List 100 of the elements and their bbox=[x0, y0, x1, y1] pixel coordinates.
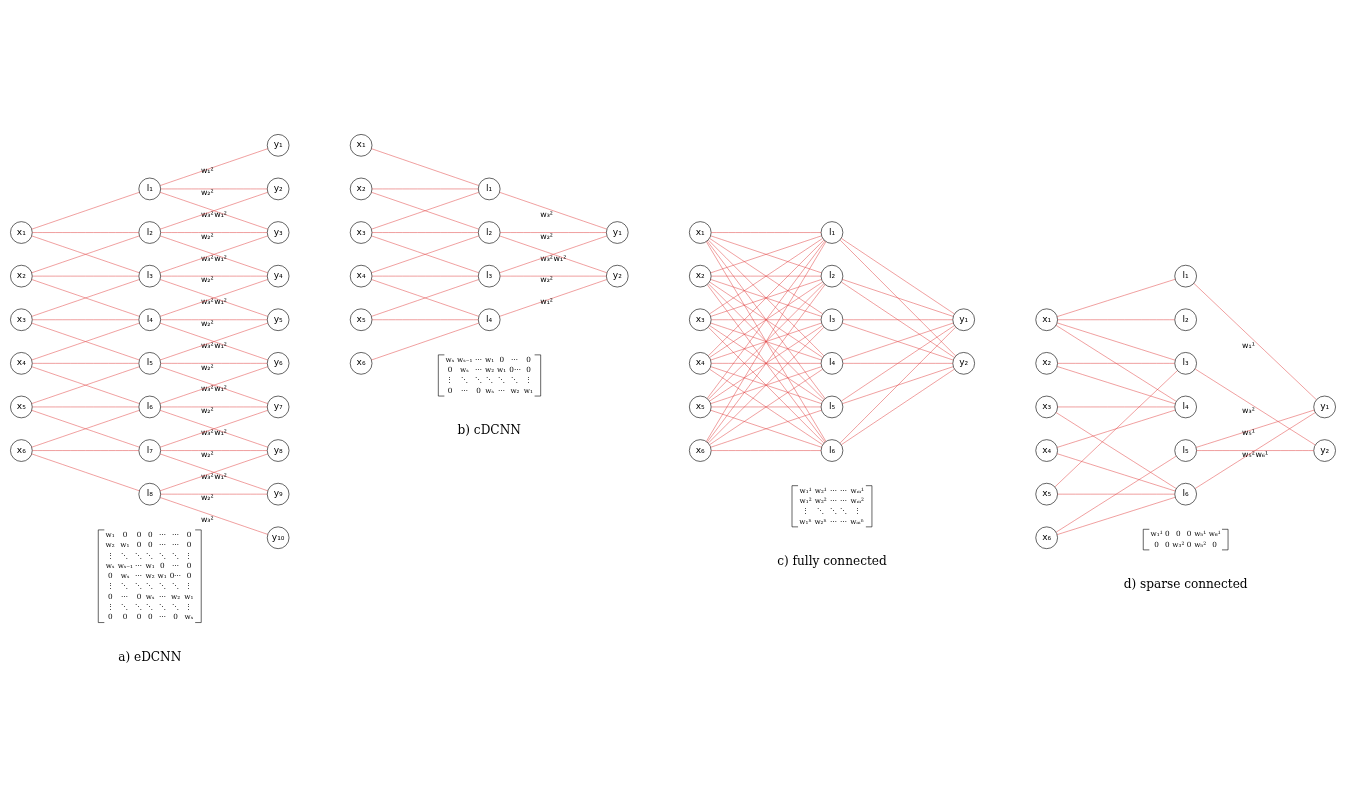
node-circle: y₃ bbox=[266, 220, 290, 244]
connector bbox=[841, 237, 955, 314]
connector bbox=[708, 239, 825, 356]
node-circle: x₁ bbox=[689, 220, 712, 244]
node-circle: l₈ bbox=[138, 482, 161, 505]
connector bbox=[160, 188, 268, 189]
connector bbox=[32, 231, 139, 233]
node-circle: l₄ bbox=[478, 308, 501, 331]
node-circle: x₁ bbox=[349, 133, 373, 157]
connector bbox=[839, 239, 956, 356]
node-circle: x₅ bbox=[349, 308, 373, 331]
node-circle: x₅ bbox=[689, 395, 712, 418]
connector bbox=[160, 275, 268, 276]
connector bbox=[1057, 493, 1175, 494]
connector bbox=[711, 449, 822, 451]
connector bbox=[31, 453, 140, 491]
connector bbox=[1055, 411, 1177, 489]
connector bbox=[31, 235, 140, 273]
node-circle: x₂ bbox=[1035, 351, 1058, 375]
connector bbox=[841, 368, 955, 445]
connector bbox=[709, 368, 823, 445]
node-circle: l₆ bbox=[820, 438, 844, 462]
connector bbox=[706, 240, 827, 442]
node-circle: x₄ bbox=[689, 351, 712, 375]
node-circle: y₂ bbox=[266, 177, 290, 200]
node-circle: l₁ bbox=[138, 177, 161, 200]
connector bbox=[371, 322, 479, 360]
node-circle: x₁ bbox=[10, 220, 33, 244]
node-circle: x₁ bbox=[1035, 308, 1058, 331]
connector bbox=[839, 326, 956, 443]
connector bbox=[841, 281, 955, 358]
connector bbox=[709, 281, 823, 358]
connector bbox=[31, 409, 140, 447]
connector bbox=[371, 231, 479, 233]
label: d) sparse connected bbox=[1123, 576, 1248, 591]
node-circle: x₅ bbox=[10, 395, 33, 418]
node-circle: x₂ bbox=[349, 177, 373, 200]
node-circle: l₆ bbox=[1174, 482, 1197, 505]
connector bbox=[1056, 278, 1176, 317]
connector bbox=[32, 275, 139, 276]
connector bbox=[709, 324, 823, 401]
connector bbox=[371, 235, 479, 273]
node-circle: l₄ bbox=[1174, 395, 1197, 418]
node-circle: y₈ bbox=[266, 438, 290, 462]
label: b) cDCNN bbox=[457, 422, 521, 437]
connector bbox=[1194, 411, 1316, 489]
connector bbox=[1057, 319, 1175, 320]
node-circle: x₆ bbox=[349, 351, 373, 375]
node-circle: l₁ bbox=[820, 220, 844, 244]
node-circle: l₂ bbox=[820, 264, 844, 287]
node-circle: y₇ bbox=[266, 395, 290, 418]
connector bbox=[842, 362, 953, 364]
connector bbox=[842, 365, 954, 404]
node-circle: y₂ bbox=[952, 351, 975, 375]
node-circle: x₆ bbox=[1035, 526, 1058, 549]
node-circle: y₁ bbox=[266, 133, 290, 157]
connector bbox=[371, 278, 479, 317]
node-circle: l₂ bbox=[1174, 308, 1197, 331]
node-circle: y₄ bbox=[266, 264, 290, 287]
connector bbox=[1056, 409, 1176, 448]
connector bbox=[160, 406, 268, 407]
node-circle: x₃ bbox=[1035, 395, 1058, 418]
node-circle: l₂ bbox=[138, 220, 161, 244]
connector bbox=[708, 326, 825, 443]
connector bbox=[710, 409, 822, 447]
node-circle: y₂ bbox=[606, 264, 629, 287]
connector bbox=[1196, 449, 1314, 451]
node-circle: x₆ bbox=[689, 438, 712, 462]
node-circle: y₁ bbox=[952, 308, 975, 331]
node-circle: x₂ bbox=[689, 264, 712, 287]
node-circle: y₁₀ bbox=[266, 526, 290, 549]
node-circle: l₃ bbox=[1174, 351, 1197, 375]
node-circle: l₄ bbox=[138, 308, 161, 331]
connector bbox=[371, 275, 479, 276]
node-circle: x₃ bbox=[10, 308, 33, 331]
node-circle: x₂ bbox=[10, 264, 33, 287]
node-circle: l₃ bbox=[820, 308, 844, 331]
connector bbox=[160, 362, 268, 364]
node-circle: y₉ bbox=[266, 482, 290, 505]
connector bbox=[711, 319, 822, 320]
connector bbox=[707, 240, 826, 399]
connector bbox=[1057, 406, 1175, 407]
connector bbox=[32, 362, 139, 364]
connector bbox=[499, 231, 607, 233]
connector bbox=[710, 365, 822, 404]
connector bbox=[711, 406, 822, 407]
connector bbox=[1056, 496, 1176, 535]
connector bbox=[160, 319, 268, 320]
connector bbox=[371, 319, 479, 320]
connector bbox=[159, 365, 268, 404]
label: c) fully connected bbox=[777, 553, 887, 568]
connector bbox=[499, 278, 607, 317]
node-circle: l₅ bbox=[820, 395, 844, 418]
node-circle: x₆ bbox=[10, 438, 33, 462]
connector bbox=[159, 496, 268, 535]
connector bbox=[710, 278, 822, 317]
connector bbox=[371, 191, 479, 229]
node-circle: l₄ bbox=[820, 351, 844, 375]
connector bbox=[842, 278, 954, 317]
connector bbox=[159, 278, 268, 317]
